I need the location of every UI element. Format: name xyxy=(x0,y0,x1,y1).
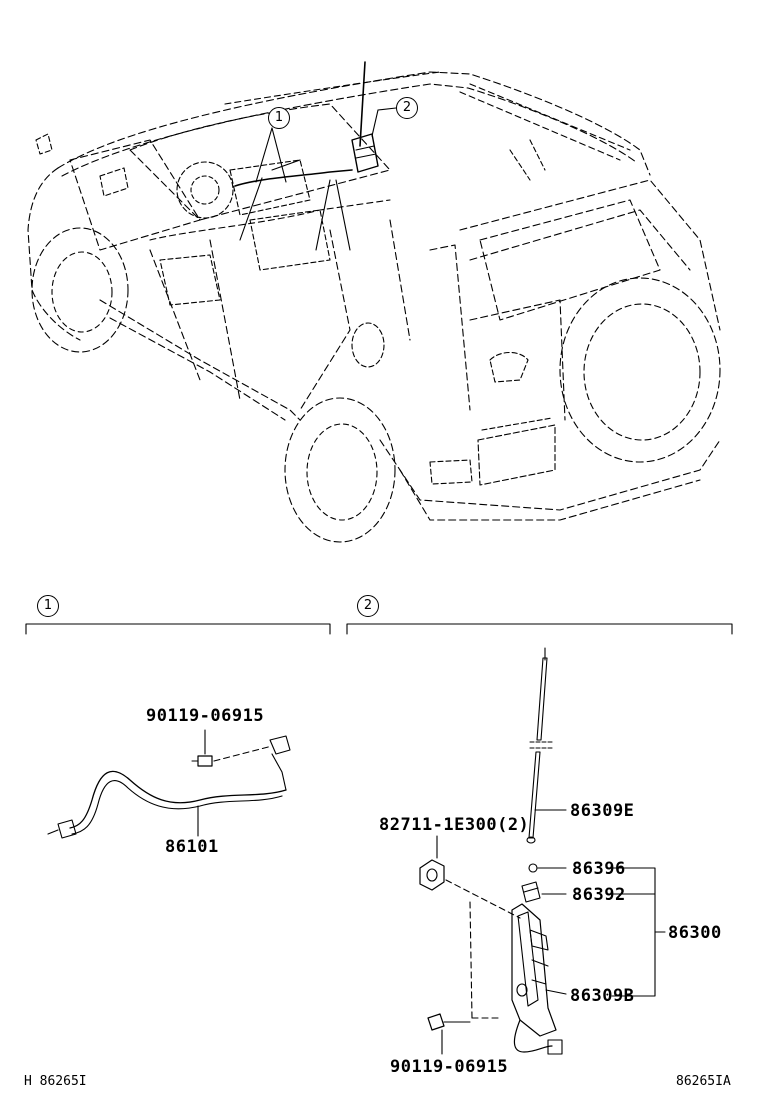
vehicle-illustration xyxy=(27,61,721,543)
part-label-base: 86309B xyxy=(570,986,635,1006)
footer-right-code: 86265IA xyxy=(676,1074,731,1089)
part-label-cap: 86396 xyxy=(572,859,626,879)
callout-1-marker: 1 xyxy=(268,107,290,129)
part-label-nut: 82711-1E300(2) xyxy=(379,815,530,835)
part-label-assembly: 86300 xyxy=(668,923,722,943)
callout-2-marker: 2 xyxy=(396,97,418,119)
part-label-bushing: 86392 xyxy=(572,885,626,905)
antenna-drawing xyxy=(419,647,666,1055)
footer-left-code: H 86265I xyxy=(24,1074,87,1089)
section-2-marker: 2 xyxy=(357,595,379,617)
part-label-pole: 86309E xyxy=(570,801,635,821)
part-label-cable: 86101 xyxy=(165,837,219,857)
part-label-bolt-2: 90119-06915 xyxy=(390,1057,509,1077)
section-1-marker: 1 xyxy=(37,595,59,617)
section-1-bracket xyxy=(25,623,331,635)
section-2-bracket xyxy=(346,623,733,635)
cable-86101-drawing xyxy=(47,729,291,839)
part-label-bolt-1: 90119-06915 xyxy=(146,706,265,726)
